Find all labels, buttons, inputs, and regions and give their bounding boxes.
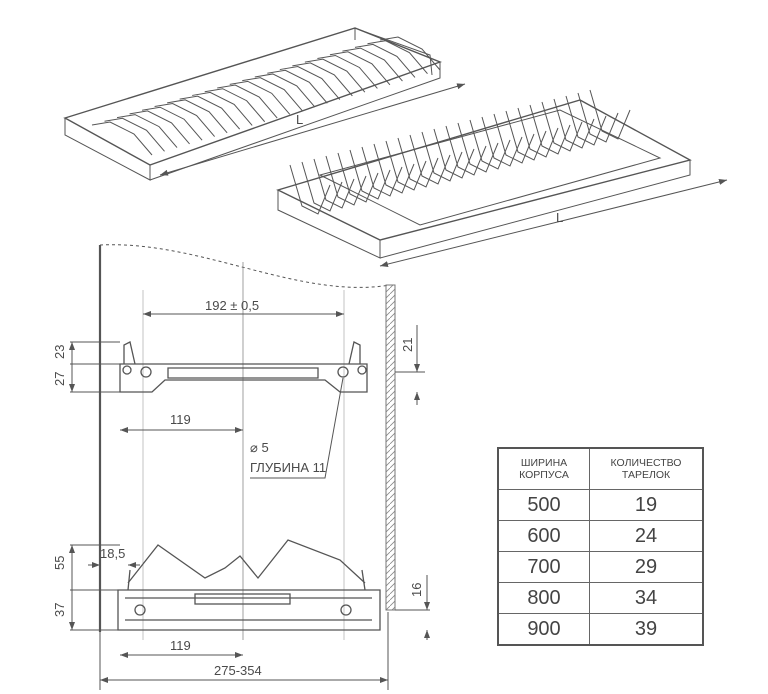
rack-wire bbox=[301, 161, 343, 212]
header-plate-count: КОЛИЧЕСТВО ТАРЕЛОК bbox=[589, 447, 704, 490]
cell-count: 39 bbox=[589, 613, 704, 646]
dim-55-label: 55 bbox=[52, 556, 67, 570]
rack-wire bbox=[317, 54, 378, 89]
cell-count: 24 bbox=[589, 520, 704, 552]
rack-wire bbox=[289, 164, 331, 215]
dim-119-top-label: 119 bbox=[170, 412, 191, 427]
cell-width: 600 bbox=[497, 520, 590, 552]
dim-16-label: 16 bbox=[409, 583, 424, 597]
rack-wire bbox=[421, 131, 463, 182]
rack-wire bbox=[337, 152, 379, 203]
rack-wire bbox=[505, 110, 547, 161]
rack-wire bbox=[457, 122, 499, 173]
rack-wire bbox=[325, 155, 367, 206]
rack-wire bbox=[565, 95, 607, 146]
length-dimension-1 bbox=[159, 83, 466, 176]
table-header-row: ШИРИНА КОРПУСА КОЛИЧЕСТВО ТАРЕЛОК bbox=[497, 447, 704, 490]
cell-count: 34 bbox=[589, 582, 704, 614]
rack-wire bbox=[493, 113, 535, 164]
dim-18-5-label: 18,5 bbox=[100, 546, 125, 561]
rack-wire bbox=[342, 47, 403, 82]
cell-count: 19 bbox=[589, 489, 704, 521]
length-label-1: L bbox=[296, 112, 303, 127]
rack-wire bbox=[379, 36, 441, 71]
dim-37-label: 37 bbox=[52, 603, 67, 617]
rack-wire bbox=[529, 104, 571, 155]
cell-width: 700 bbox=[497, 551, 590, 583]
width-range-label: 275-354 bbox=[214, 663, 262, 678]
cell-width: 900 bbox=[497, 613, 590, 646]
length-dimension-2 bbox=[379, 179, 728, 267]
rack-wire bbox=[445, 125, 487, 176]
header-cabinet-width: ШИРИНА КОРПУСА bbox=[497, 447, 590, 490]
cut-line bbox=[99, 244, 391, 288]
rack-wire bbox=[589, 89, 631, 140]
rack-wire bbox=[354, 43, 416, 78]
dim-23-label: 23 bbox=[52, 345, 67, 359]
rack-wire bbox=[541, 101, 583, 152]
cell-width: 500 bbox=[497, 489, 590, 521]
rack-wire bbox=[553, 98, 595, 149]
hole-depth-label: ГЛУБИНА 11 bbox=[250, 460, 326, 475]
leader-line bbox=[250, 377, 344, 479]
rack-wire bbox=[304, 58, 366, 93]
rack-wire bbox=[517, 107, 559, 158]
rack-wire bbox=[577, 92, 619, 143]
plate-rack-bottom bbox=[276, 89, 692, 259]
cell-width: 800 bbox=[497, 582, 590, 614]
rack-wire bbox=[91, 121, 153, 156]
rack-wire bbox=[367, 40, 428, 75]
dim-119-bottom-label: 119 bbox=[170, 638, 191, 653]
rack-wire bbox=[313, 158, 355, 209]
rack-wire bbox=[481, 116, 523, 167]
rack-wire bbox=[469, 119, 511, 170]
rack-wire bbox=[433, 128, 475, 179]
rack-wire bbox=[329, 51, 391, 86]
upper-rail-profile bbox=[119, 341, 368, 393]
cell-count: 29 bbox=[589, 551, 704, 583]
cabinet-right-wall bbox=[385, 284, 396, 611]
dim-27-label: 27 bbox=[52, 372, 67, 386]
length-label-2: L bbox=[556, 210, 563, 225]
dim-21-label: 21 bbox=[400, 338, 415, 352]
hole-spacing-label: 192 ± 0,5 bbox=[205, 298, 259, 313]
plate-rack-top bbox=[63, 27, 442, 181]
rack-wire bbox=[104, 117, 165, 152]
lower-rail-profile bbox=[117, 539, 381, 631]
hole-diameter-label: ⌀ 5 bbox=[250, 440, 269, 455]
